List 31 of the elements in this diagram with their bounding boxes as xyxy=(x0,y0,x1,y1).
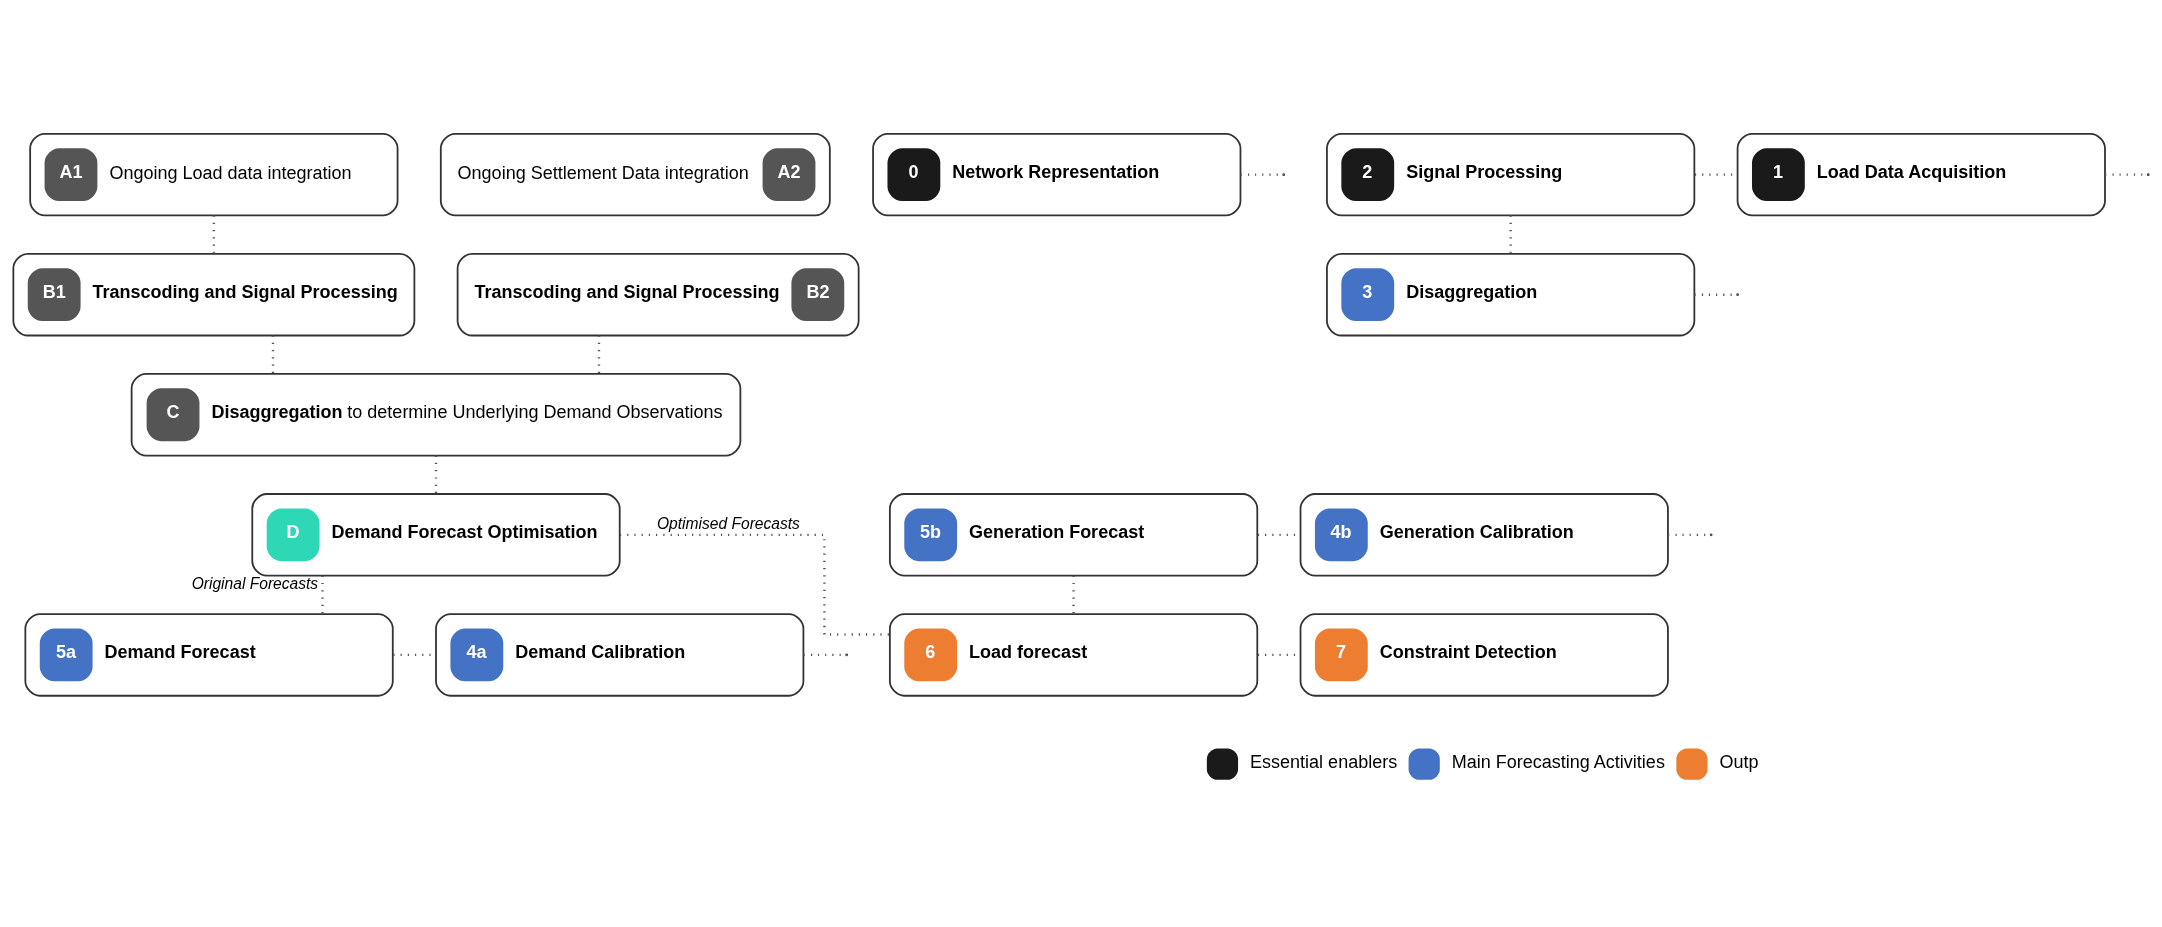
node-box: 5b Generation Forecast xyxy=(888,492,1259,577)
edge-label: Original Forecasts xyxy=(191,574,319,592)
node-box: C Disaggregation to determine Underlying Demand Observations xyxy=(130,372,742,456)
node-box: 1 Load Data Acquisition xyxy=(1736,132,2106,216)
node-box: A1 Ongoing Load data integration xyxy=(29,132,399,216)
node-box: B1 Transcoding and Signal Processing xyxy=(12,252,416,336)
node-box: 5a Demand Forecast xyxy=(24,612,394,697)
node-box: 4b Generation Calibration xyxy=(1299,492,1669,577)
connector xyxy=(597,335,601,374)
connector xyxy=(619,533,890,636)
node-box: 0 Network Representation xyxy=(872,132,1242,216)
legend-label: Outp xyxy=(1719,751,1759,772)
node-box: Transcoding and Signal Processing B2 xyxy=(456,252,860,336)
node-box: 6 Load forecast xyxy=(888,612,1259,697)
node-box: 3 Disaggregation xyxy=(1326,252,1696,336)
node-box: Ongoing Settlement Data integration A2 xyxy=(439,132,831,216)
edge-label: Optimised Forecasts xyxy=(656,514,800,532)
connector xyxy=(1240,172,1284,176)
connector xyxy=(212,215,216,253)
connector xyxy=(803,653,847,656)
node-box: 4a Demand Calibration xyxy=(435,612,805,697)
node-box: 2 Signal Processing xyxy=(1326,132,1696,216)
node-box: D Demand Forecast Optimisation xyxy=(251,492,621,577)
legend-label: Main Forecasting Activities xyxy=(1451,751,1665,772)
node-box: 7 Constraint Detection xyxy=(1299,612,1669,697)
legend-label: Essential enablers xyxy=(1250,751,1398,772)
connector xyxy=(1667,533,1711,536)
connector xyxy=(2105,172,2148,176)
connector xyxy=(1509,215,1512,253)
connector xyxy=(271,335,275,374)
connector xyxy=(434,455,438,494)
